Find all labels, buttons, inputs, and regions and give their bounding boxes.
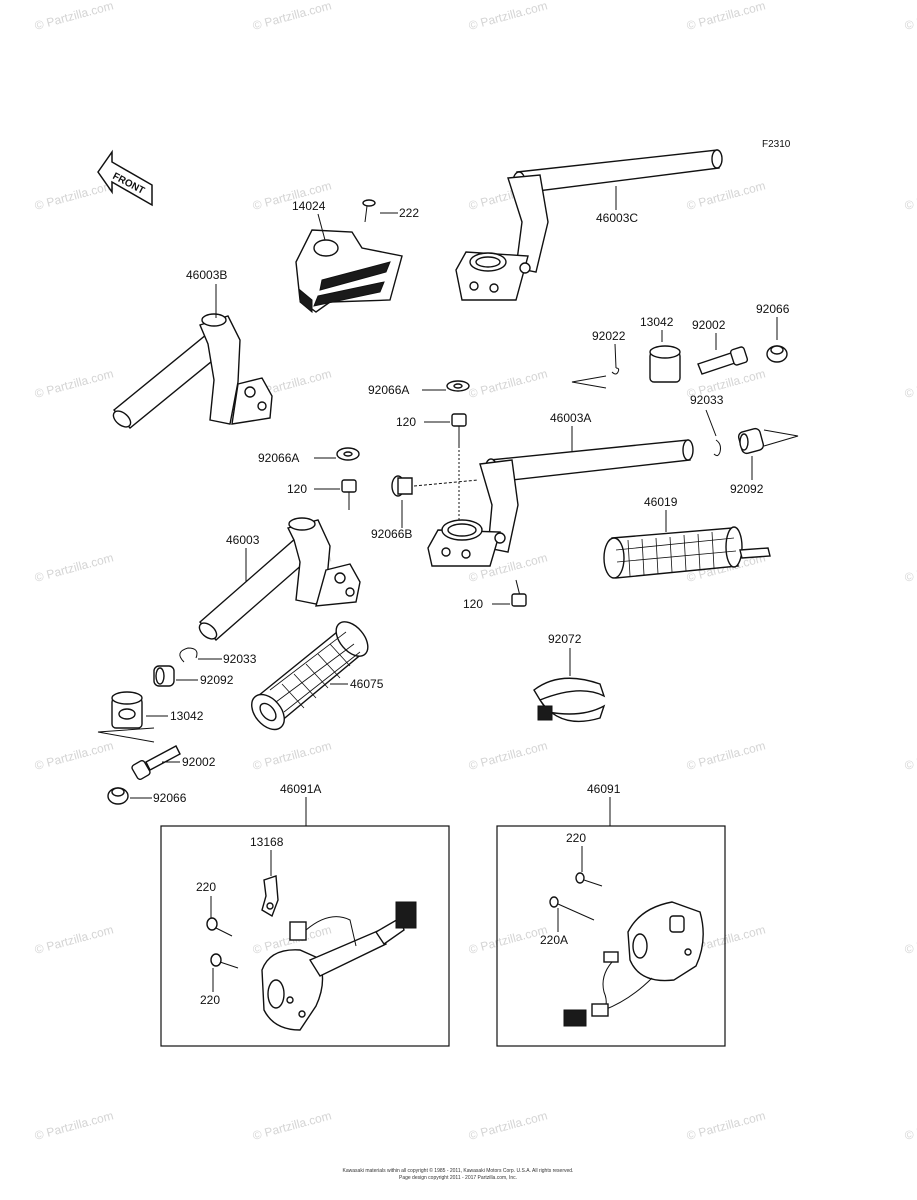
front-arrow-icon: FRONT xyxy=(97,149,153,207)
watermark-text: © Partzilla.com xyxy=(33,1108,115,1142)
watermark-text: © Partzilla.com xyxy=(903,0,917,33)
label-92066A-left: 92066A xyxy=(258,451,299,465)
watermark-text: © Partzilla.com xyxy=(251,738,333,772)
label-220-b1: 220 xyxy=(566,831,586,845)
label-92022: 92022 xyxy=(592,329,626,343)
bolt-120-low xyxy=(511,579,527,607)
weight-13042-top xyxy=(649,345,681,383)
switch-box-46091 xyxy=(496,825,726,1047)
label-92033-top: 92033 xyxy=(690,393,724,407)
switch-housing-46091 xyxy=(563,901,704,1027)
label-92072: 92072 xyxy=(548,632,582,646)
label-220-a2: 220 xyxy=(200,993,220,1007)
damper-92066-top xyxy=(766,345,788,363)
watermark-text: © Partzilla.com xyxy=(33,550,115,584)
watermark-text: © Partzilla.com xyxy=(685,0,767,33)
watermark-text: © Partzilla.com xyxy=(903,1108,917,1142)
watermark-text: © Partzilla.com xyxy=(251,0,333,33)
lever-13168 xyxy=(261,875,279,918)
label-92066A-mid: 92066A xyxy=(368,383,409,397)
label-92002-left: 92002 xyxy=(182,755,216,769)
bolt-120-left xyxy=(341,479,357,510)
label-220-a1: 220 xyxy=(196,880,216,894)
watermark-text: © Partzilla.com xyxy=(467,0,549,33)
label-222: 222 xyxy=(399,206,419,220)
label-46003A: 46003A xyxy=(550,411,591,425)
label-92066-left: 92066 xyxy=(153,791,187,805)
label-120-left: 120 xyxy=(287,482,307,496)
watermark-text: © Partzilla.com xyxy=(903,738,917,772)
label-46091: 46091 xyxy=(587,782,621,796)
screw-220-b1 xyxy=(575,872,603,887)
label-46003: 46003 xyxy=(226,533,260,547)
circlip-92033-left xyxy=(179,647,198,663)
label-13168: 13168 xyxy=(250,835,284,849)
weight-13042-left xyxy=(111,691,143,729)
label-92033-left: 92033 xyxy=(223,652,257,666)
figure-code: F2310 xyxy=(762,139,791,150)
screw-220-a2 xyxy=(210,953,239,969)
label-13042-top: 13042 xyxy=(640,315,674,329)
band-92072 xyxy=(533,677,606,723)
handlebar-46003C xyxy=(455,149,723,301)
label-92002-top: 92002 xyxy=(692,318,726,332)
damper-92066-left xyxy=(107,787,129,805)
screw-220-a1 xyxy=(206,917,233,937)
copyright-line-2: Page design copyright 2011 - 2017 Partzi… xyxy=(399,1175,517,1181)
watermark-text: © Partzilla.com xyxy=(467,922,549,956)
bolt-92002-top xyxy=(697,346,749,375)
watermark-text: © Partzilla.com xyxy=(685,1108,767,1142)
watermark-text: © Partzilla.com xyxy=(685,178,767,212)
label-46003B: 46003B xyxy=(186,268,227,282)
bolt-120-mid xyxy=(451,413,467,446)
screw-220A xyxy=(549,896,595,921)
collar-92092-left xyxy=(153,665,175,687)
label-46019: 46019 xyxy=(644,495,678,509)
switch-housing-46091A xyxy=(261,901,417,1031)
watermark-text: © Partzilla.com xyxy=(251,1108,333,1142)
copyright-line-1: Kawasaki materials within all copyright … xyxy=(343,1167,574,1174)
label-92092-right: 92092 xyxy=(730,482,764,496)
label-120-low: 120 xyxy=(463,597,483,611)
watermark-text: © Partzilla.com xyxy=(903,550,917,584)
handlebar-46003 xyxy=(198,517,361,641)
washer-92066A-mid xyxy=(446,380,470,392)
washer-92066A-left xyxy=(336,447,360,461)
collar-92092-right xyxy=(737,427,765,455)
bolt-92002-left xyxy=(131,745,181,781)
watermark-text: © Partzilla.com xyxy=(33,738,115,772)
watermark-text: © Partzilla.com xyxy=(467,366,549,400)
watermark-text: © Partzilla.com xyxy=(33,922,115,956)
watermark-text: © Partzilla.com xyxy=(903,922,917,956)
circlip-92033-top xyxy=(713,439,721,457)
watermark-text: © Partzilla.com xyxy=(33,0,115,33)
watermark-text: © Partzilla.com xyxy=(467,738,549,772)
switch-box-46091A xyxy=(160,825,450,1047)
label-46091A: 46091A xyxy=(280,782,321,796)
label-92092-left: 92092 xyxy=(200,673,234,687)
watermark-text: © Partzilla.com xyxy=(903,178,917,212)
watermark-text: © Partzilla.com xyxy=(33,178,115,212)
handlebar-holder-14024 xyxy=(295,229,403,314)
grip-46075 xyxy=(251,621,369,731)
grip-46019 xyxy=(603,526,771,579)
label-92066B: 92066B xyxy=(371,527,412,541)
label-120-mid: 120 xyxy=(396,415,416,429)
watermark-text: © Partzilla.com xyxy=(685,738,767,772)
label-14024: 14024 xyxy=(292,199,326,213)
plug-92066B xyxy=(391,475,413,497)
handlebar-46003B xyxy=(112,313,273,429)
screw-222 xyxy=(362,199,376,223)
watermark-layer: © Partzilla.com © Partzilla.com © Partzill… xyxy=(33,0,917,1143)
circlip-92022 xyxy=(611,367,620,375)
label-46075: 46075 xyxy=(350,677,384,691)
label-220A: 220A xyxy=(540,933,568,947)
watermark-text: © Partzilla.com xyxy=(903,366,917,400)
watermark-text: © Partzilla.com xyxy=(467,1108,549,1142)
label-13042-left: 13042 xyxy=(170,709,204,723)
label-46003C: 46003C xyxy=(596,211,638,225)
watermark-text: © Partzilla.com xyxy=(33,366,115,400)
label-92066-top: 92066 xyxy=(756,302,790,316)
handlebar-46003A xyxy=(427,439,694,567)
